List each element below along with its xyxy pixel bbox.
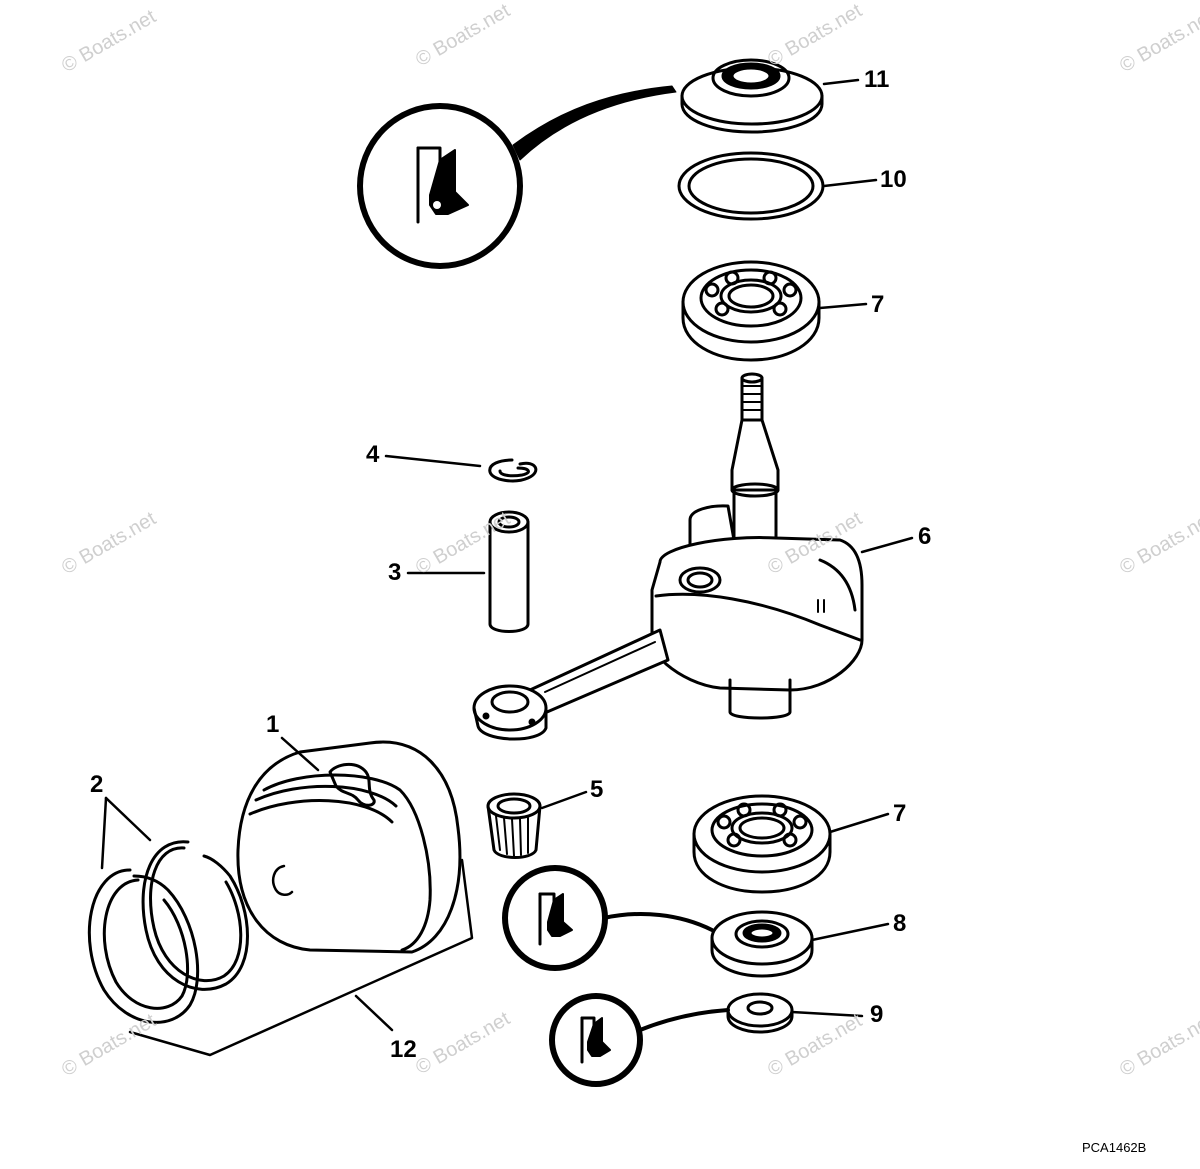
leader-line-badge-to-seal-bottom	[602, 912, 714, 932]
oil-seal-top	[680, 58, 824, 134]
callout-5: 5	[590, 776, 604, 803]
piston	[236, 740, 462, 954]
callout-10: 10	[880, 166, 907, 193]
callout-1: 1	[266, 711, 280, 738]
leader-line-badge-to-seal	[512, 85, 677, 161]
lubricant-badge-small-icon	[549, 993, 643, 1087]
oil-seal-bottom	[710, 910, 814, 978]
washer-ring	[677, 151, 825, 221]
small-seal	[726, 992, 794, 1034]
retaining-ring	[488, 458, 538, 483]
callout-9: 9	[870, 1001, 884, 1028]
leader-line-badge-to-small-seal	[638, 1008, 730, 1032]
callout-3: 3	[388, 559, 402, 586]
callout-6: 6	[918, 523, 932, 550]
callout-7-bottom: 7	[893, 800, 907, 827]
kit-bracket	[128, 858, 474, 1057]
callout-4: 4	[366, 441, 380, 468]
callout-2: 2	[90, 771, 104, 798]
callout-leaders	[100, 78, 914, 1032]
lubricant-badge-medium-icon	[502, 865, 608, 971]
lubricant-badge-large-icon	[357, 103, 523, 269]
piston-rings	[87, 840, 249, 1024]
callout-8: 8	[893, 910, 907, 937]
callout-12: 12	[390, 1036, 417, 1063]
ball-bearing-bottom	[692, 794, 832, 894]
drawing-code: PCA1462B	[1082, 1140, 1147, 1155]
callout-11: 11	[864, 66, 890, 93]
ball-bearing-top	[681, 260, 821, 362]
callout-7-top: 7	[871, 291, 885, 318]
piston-pin	[488, 510, 530, 633]
crankshaft-assembly	[472, 372, 864, 741]
needle-bearing	[486, 792, 542, 859]
